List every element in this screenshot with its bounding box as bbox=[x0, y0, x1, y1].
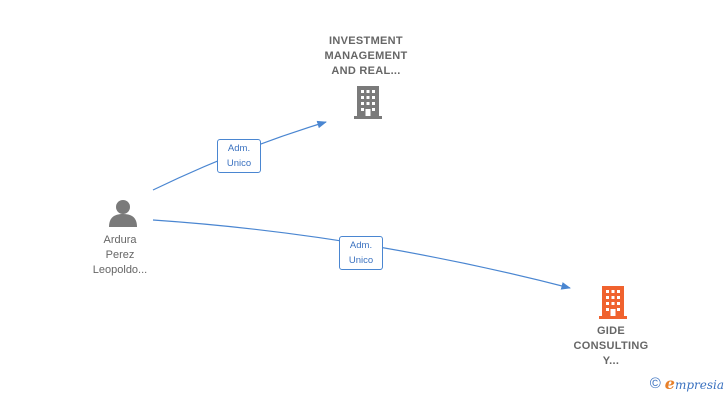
company-top-label[interactable]: INVESTMENT MANAGEMENT AND REAL... bbox=[324, 35, 408, 77]
building-icon[interactable] bbox=[352, 84, 384, 120]
building-icon[interactable] bbox=[597, 284, 629, 320]
edge-role-badge[interactable]: Adm. Unico bbox=[217, 139, 261, 173]
person-label[interactable]: Ardura Perez Leopoldo... bbox=[92, 234, 148, 276]
company-bottom-label[interactable]: GIDE CONSULTING Y... bbox=[573, 325, 649, 367]
copyright-icon: © bbox=[649, 374, 661, 392]
empresia-watermark[interactable]: © empresia bbox=[649, 373, 724, 393]
brand-logo: empresia bbox=[664, 373, 724, 393]
edge-role-badge[interactable]: Adm. Unico bbox=[339, 236, 383, 270]
person-icon[interactable] bbox=[108, 198, 138, 228]
